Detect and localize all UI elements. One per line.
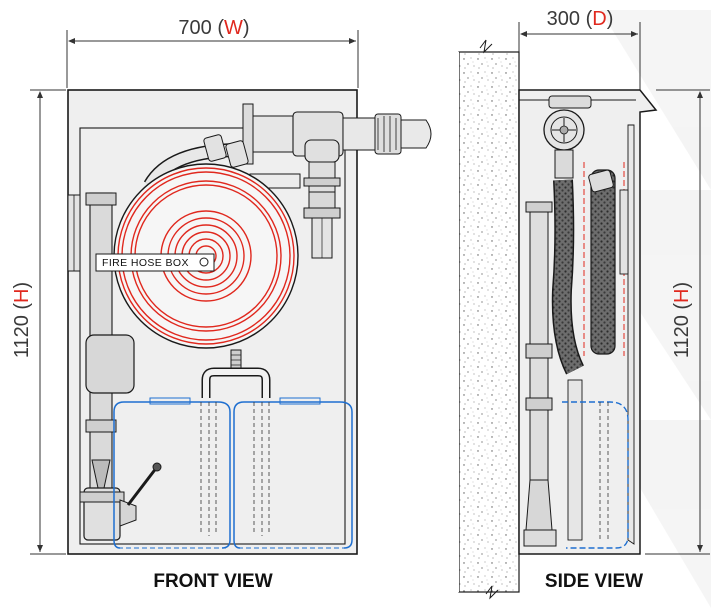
side-pipes (523, 201, 583, 547)
extinguisher-right (233, 397, 353, 549)
nameplate-text: FIRE HOSE BOX (102, 257, 189, 269)
concrete-wall (453, 39, 520, 600)
front-view: 700 (W) 1120 (H) (11, 17, 432, 592)
depth-dimension-label: 300 (D) (547, 8, 614, 30)
height-dimension-side: 1120 (H) (645, 89, 710, 555)
side-view-caption: SIDE VIEW (545, 571, 643, 592)
front-view-caption: FRONT VIEW (153, 571, 272, 592)
landing-valve (79, 462, 162, 541)
height-dimension-front-label: 1120 (H) (11, 282, 33, 358)
side-extinguisher (562, 401, 629, 549)
height-dimension-front: 1120 (H) (11, 89, 66, 555)
extinguisher-left (113, 397, 231, 549)
reel-valve-stem (303, 139, 341, 259)
fire-hose-box-nameplate: FIRE HOSE BOX (95, 253, 215, 272)
reel-bottom-connector (201, 349, 271, 398)
side-valve-handwheel (543, 95, 592, 179)
width-dimension-label: 700 (W) (178, 17, 249, 39)
height-dimension-side-label: 1120 (H) (671, 282, 693, 358)
width-dimension: 700 (W) (66, 17, 359, 88)
door-hinge (67, 194, 81, 272)
inlet-pipe (242, 103, 432, 165)
side-hose-feed (551, 179, 585, 375)
side-view: 300 (D) 1120 (H) (453, 8, 710, 600)
front-cabinet-inner (79, 127, 346, 545)
side-hose-reel (583, 162, 629, 356)
